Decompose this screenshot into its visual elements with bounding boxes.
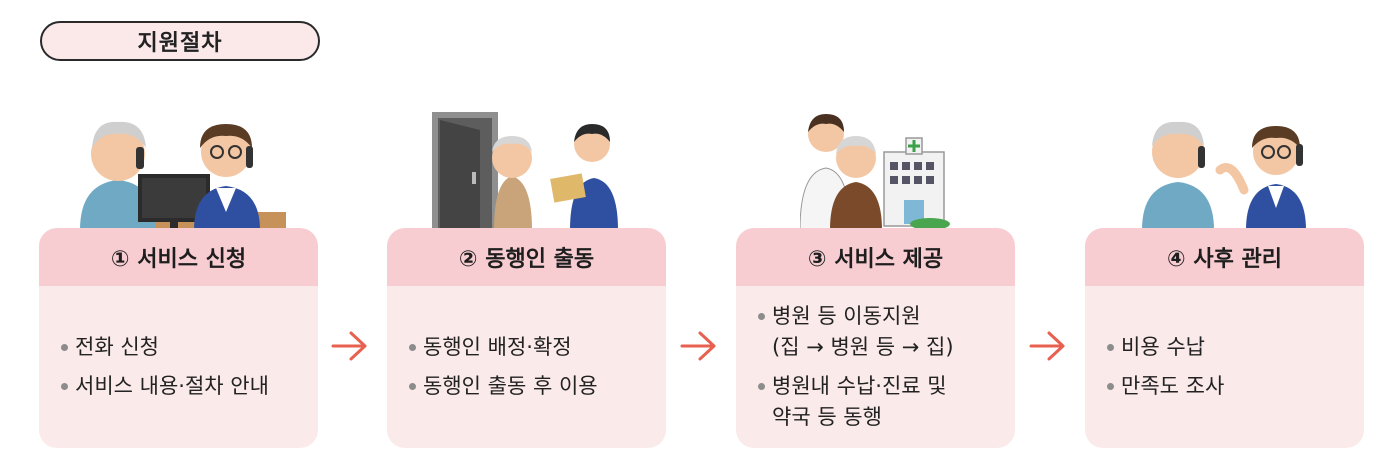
- bullet-dot-icon: [758, 313, 765, 320]
- step-header: ③ 서비스 제공: [736, 228, 1015, 286]
- list-item: 전화 신청: [61, 332, 304, 363]
- door-visit-illustration: [432, 112, 618, 230]
- list-item: 병원내 수납·진료 및 약국 등 동행: [758, 371, 1001, 433]
- step-3-card: ③ 서비스 제공 병원 등 이동지원 (집 → 병원 등 → 집) 병원내 수납…: [736, 228, 1015, 448]
- bullet-dot-icon: [1107, 383, 1114, 390]
- bullet-dot-icon: [61, 344, 68, 351]
- page-title: 지원절차: [40, 21, 320, 61]
- step-body: 동행인 배정·확정 동행인 출동 후 이용: [387, 286, 666, 448]
- step-1-card: ① 서비스 신청 전화 신청 서비스 내용·절차 안내: [39, 228, 318, 448]
- step-body: 전화 신청 서비스 내용·절차 안내: [39, 286, 318, 448]
- bullet-dot-icon: [409, 383, 416, 390]
- step-header: ④ 사후 관리: [1085, 228, 1364, 286]
- hospital-escort-illustration: [800, 114, 950, 230]
- bullet-dot-icon: [409, 344, 416, 351]
- phone-call-elder-and-agent-illustration: [80, 121, 286, 230]
- follow-up-call-illustration: [1142, 121, 1306, 230]
- bullet-dot-icon: [758, 383, 765, 390]
- list-item: 동행인 출동 후 이용: [409, 371, 652, 402]
- list-item: 서비스 내용·절차 안내: [61, 371, 304, 402]
- list-item: 만족도 조사: [1107, 371, 1350, 402]
- arrow-right-icon: [1029, 331, 1065, 361]
- list-item: 비용 수납: [1107, 332, 1350, 363]
- bullet-dot-icon: [1107, 344, 1114, 351]
- arrow-right-icon: [680, 331, 716, 361]
- step-header: ① 서비스 신청: [39, 228, 318, 286]
- step-body: 비용 수납 만족도 조사: [1085, 286, 1364, 448]
- list-item: 동행인 배정·확정: [409, 332, 652, 363]
- step-body: 병원 등 이동지원 (집 → 병원 등 → 집) 병원내 수납·진료 및 약국 …: [736, 286, 1015, 448]
- step-header: ② 동행인 출동: [387, 228, 666, 286]
- arrow-right-icon: [331, 331, 367, 361]
- bullet-dot-icon: [61, 383, 68, 390]
- list-item: 병원 등 이동지원 (집 → 병원 등 → 집): [758, 301, 1001, 363]
- step-4-card: ④ 사후 관리 비용 수납 만족도 조사: [1085, 228, 1364, 448]
- step-2-card: ② 동행인 출동 동행인 배정·확정 동행인 출동 후 이용: [387, 228, 666, 448]
